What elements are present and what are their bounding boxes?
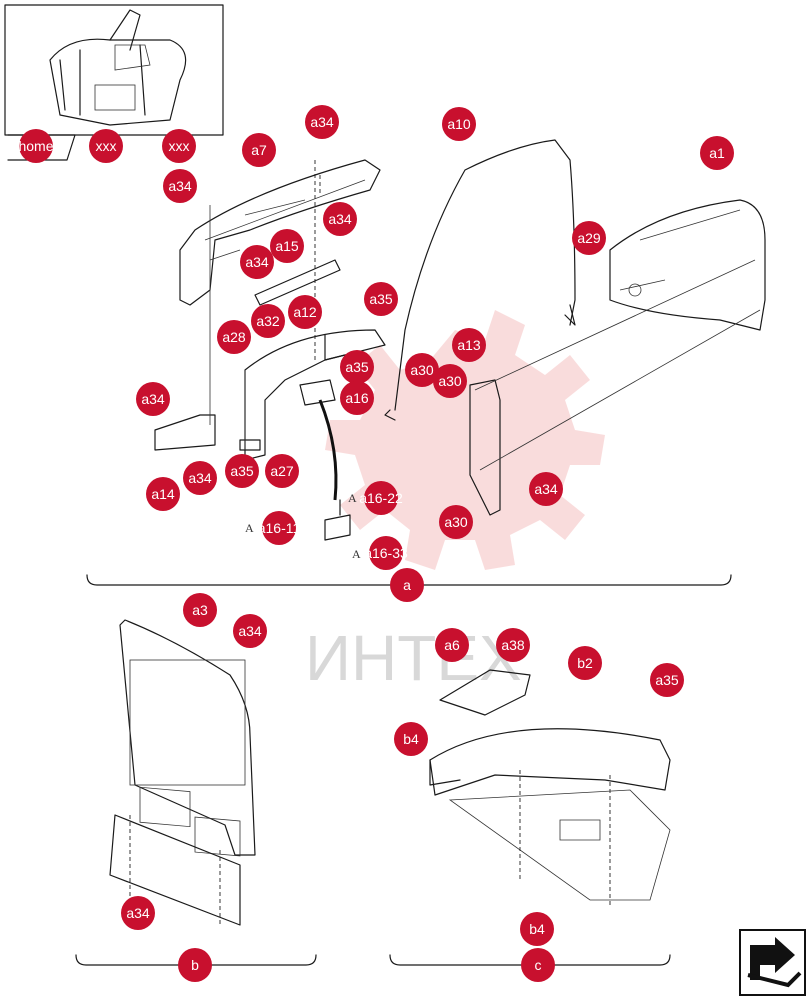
next-page-arrow-icon[interactable]: [739, 929, 806, 996]
svg-text:xxx: xxx: [96, 138, 117, 154]
svg-text:a35: a35: [345, 359, 369, 375]
part-callout[interactable]: a7: [242, 133, 276, 167]
svg-text:a35: a35: [369, 291, 393, 307]
svg-text:a10: a10: [447, 116, 471, 132]
svg-text:a29: a29: [577, 230, 601, 246]
part-callout[interactable]: a35: [650, 663, 684, 697]
svg-text:b: b: [191, 957, 199, 973]
part-callout[interactable]: a13: [452, 328, 486, 362]
svg-text:a35: a35: [655, 672, 679, 688]
part-callout[interactable]: a16-33: [364, 536, 408, 570]
svg-text:b4: b4: [529, 921, 545, 937]
svg-text:a3: a3: [192, 602, 208, 618]
svg-text:a34: a34: [310, 114, 334, 130]
part-callout[interactable]: a34: [323, 202, 357, 236]
svg-text:a16-22: a16-22: [359, 490, 403, 506]
part-callout[interactable]: a3: [183, 593, 217, 627]
part-callout[interactable]: a35: [340, 350, 374, 384]
nav-next-button[interactable]: xxx: [162, 129, 196, 163]
part-callout[interactable]: a34: [240, 245, 274, 279]
part-callout[interactable]: a34: [233, 614, 267, 648]
svg-text:a35: a35: [230, 463, 254, 479]
svg-text:a34: a34: [534, 481, 558, 497]
part-callout[interactable]: a12: [288, 295, 322, 329]
svg-text:a34: a34: [188, 470, 212, 486]
svg-text:a: a: [403, 577, 411, 593]
svg-text:a28: a28: [222, 329, 246, 345]
group-b-callout[interactable]: b: [178, 948, 212, 982]
watermark-text: ИНТЕХ: [305, 622, 522, 694]
assembly-b-drawing: [109, 619, 256, 926]
part-callout[interactable]: a34: [305, 105, 339, 139]
svg-text:a30: a30: [444, 514, 468, 530]
assembly-c-drawing: [429, 669, 671, 905]
part-callout[interactable]: a34: [136, 382, 170, 416]
part-callout[interactable]: a34: [183, 461, 217, 495]
svg-text:a15: a15: [275, 238, 299, 254]
svg-text:a32: a32: [256, 313, 280, 329]
group-c-callout[interactable]: c: [521, 948, 555, 982]
part-callout[interactable]: a27: [265, 454, 299, 488]
svg-text:a34: a34: [126, 905, 150, 921]
view-label-a-1: A: [348, 491, 357, 505]
svg-text:a1: a1: [709, 145, 725, 161]
part-callout[interactable]: a6: [435, 628, 469, 662]
nav-prev-button[interactable]: xxx: [89, 129, 123, 163]
part-callout[interactable]: a15: [270, 229, 304, 263]
svg-text:a34: a34: [328, 211, 352, 227]
svg-text:a12: a12: [293, 304, 317, 320]
part-callout[interactable]: a30: [405, 353, 439, 387]
svg-text:a34: a34: [141, 391, 165, 407]
part-callout[interactable]: a29: [572, 221, 606, 255]
part-callout[interactable]: b4: [394, 722, 428, 756]
svg-text:a38: a38: [501, 637, 525, 653]
part-callout[interactable]: a14: [146, 477, 180, 511]
svg-text:a34: a34: [168, 178, 192, 194]
svg-text:a30: a30: [438, 373, 462, 389]
part-callout[interactable]: a30: [439, 505, 473, 539]
part-callout[interactable]: a35: [225, 454, 259, 488]
svg-text:a16: a16: [345, 390, 369, 406]
part-callout[interactable]: a34: [121, 896, 155, 930]
svg-text:c: c: [535, 957, 542, 973]
part-callout[interactable]: a38: [496, 628, 530, 662]
view-label-a-2: A: [245, 521, 254, 535]
svg-text:xxx: xxx: [169, 138, 190, 154]
svg-text:a13: a13: [457, 337, 481, 353]
nav-home-button[interactable]: home: [18, 129, 54, 163]
svg-text:a27: a27: [270, 463, 294, 479]
svg-text:a30: a30: [410, 362, 434, 378]
part-callout[interactable]: a30: [433, 364, 467, 398]
group-a-callout[interactable]: a: [390, 568, 424, 602]
part-callout[interactable]: a1: [700, 136, 734, 170]
view-label-a-3: A: [352, 547, 361, 561]
part-callout[interactable]: b2: [568, 646, 602, 680]
part-callouts: a34 a7 a34 a34 a15 a34 a35 a12 a32 a28 a…: [121, 105, 734, 946]
svg-text:a16-11: a16-11: [258, 520, 301, 536]
part-callout[interactable]: b4: [520, 912, 554, 946]
svg-text:home: home: [18, 138, 53, 154]
svg-text:a7: a7: [251, 142, 267, 158]
part-callout[interactable]: a35: [364, 282, 398, 316]
part-callout[interactable]: a34: [163, 169, 197, 203]
part-callout[interactable]: a32: [251, 304, 285, 338]
svg-text:a6: a6: [444, 637, 460, 653]
part-callout[interactable]: a16: [340, 381, 374, 415]
svg-text:a16-33: a16-33: [364, 545, 408, 561]
part-callout[interactable]: a16-22: [359, 481, 403, 515]
svg-text:a34: a34: [238, 623, 262, 639]
part-callout[interactable]: a34: [529, 472, 563, 506]
part-callout[interactable]: a28: [217, 320, 251, 354]
svg-text:a14: a14: [151, 486, 175, 502]
part-callout[interactable]: a10: [442, 107, 476, 141]
svg-text:b2: b2: [577, 655, 593, 671]
svg-text:a34: a34: [245, 254, 269, 270]
svg-text:b4: b4: [403, 731, 419, 747]
assembly-a-drawing: [154, 139, 766, 541]
part-callout[interactable]: a16-11: [258, 511, 301, 545]
